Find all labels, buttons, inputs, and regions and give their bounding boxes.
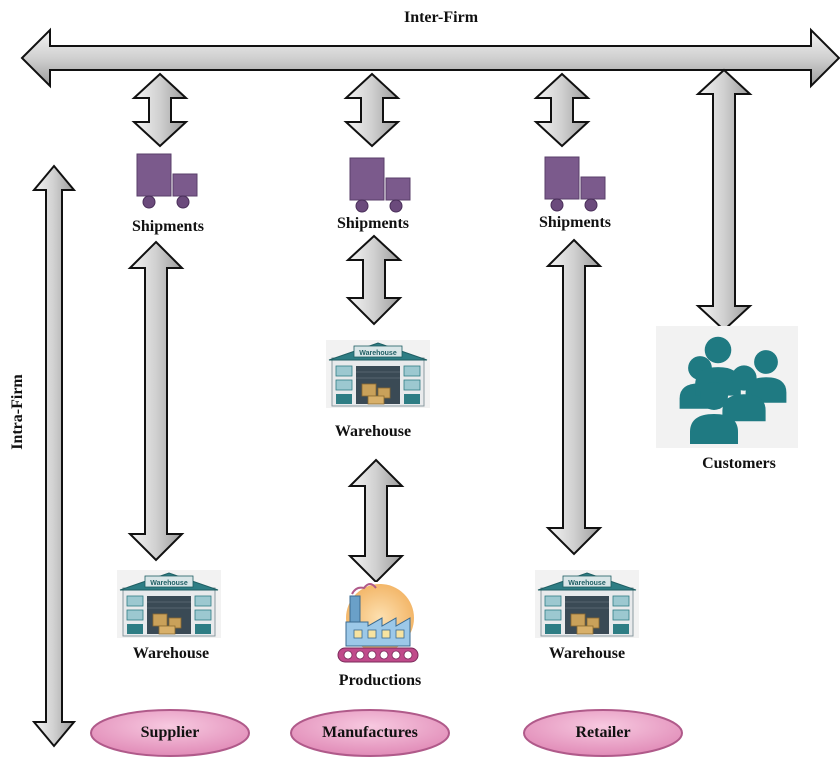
warehouse-sign-text: Warehouse (150, 580, 188, 587)
retailer-label: Retailer (575, 724, 631, 741)
retailer-warehouse-label: Warehouse (548, 645, 626, 662)
retailer-interfirm-arrow (533, 72, 591, 148)
manufacturer-warehouse-icon: Warehouse (325, 339, 431, 409)
supplier-truck-icon (136, 153, 198, 209)
manufacturer-shipments-label: Shipments (336, 215, 410, 232)
retailer-shipments-label: Shipments (538, 214, 612, 231)
retailer-warehouse-icon: Warehouse (534, 569, 640, 639)
customers-label: Customers (702, 455, 776, 472)
manufacturer-truck-icon (349, 157, 411, 213)
productions-label: Productions (338, 672, 422, 689)
supplier-interfirm-arrow (131, 72, 189, 148)
supplier-warehouse-label: Warehouse (132, 645, 210, 662)
supplier-ellipse (90, 709, 250, 757)
retailer-shipment-warehouse-arrow (545, 238, 603, 556)
warehouse-sign-text: Warehouse (359, 350, 397, 357)
inter-firm-arrow (20, 27, 840, 89)
manufacturer-warehouse-productions-arrow (347, 458, 405, 584)
customers-icon (656, 326, 798, 448)
intra-firm-label: Intra-Firm (9, 374, 26, 450)
manufacturer-warehouse-label: Warehouse (334, 423, 412, 440)
manufacturer-label: Manufactures (322, 724, 418, 741)
manufacturer-ellipse (290, 709, 450, 757)
supplier-shipments-label: Shipments (131, 218, 205, 235)
retailer-truck-icon (544, 156, 606, 212)
customers-interfirm-arrow (695, 68, 753, 332)
manufacturer-shipment-warehouse-arrow (345, 234, 403, 326)
inter-firm-label: Inter-Firm (403, 9, 479, 26)
intra-firm-arrow (31, 164, 77, 748)
factory-icon (336, 582, 420, 666)
retailer-ellipse (523, 709, 683, 757)
supplier-warehouse-icon: Warehouse (116, 569, 222, 639)
manufacturer-interfirm-arrow (343, 72, 401, 148)
supplier-label: Supplier (140, 724, 200, 741)
supplier-shipment-warehouse-arrow (127, 240, 185, 562)
warehouse-sign-text: Warehouse (568, 580, 606, 587)
